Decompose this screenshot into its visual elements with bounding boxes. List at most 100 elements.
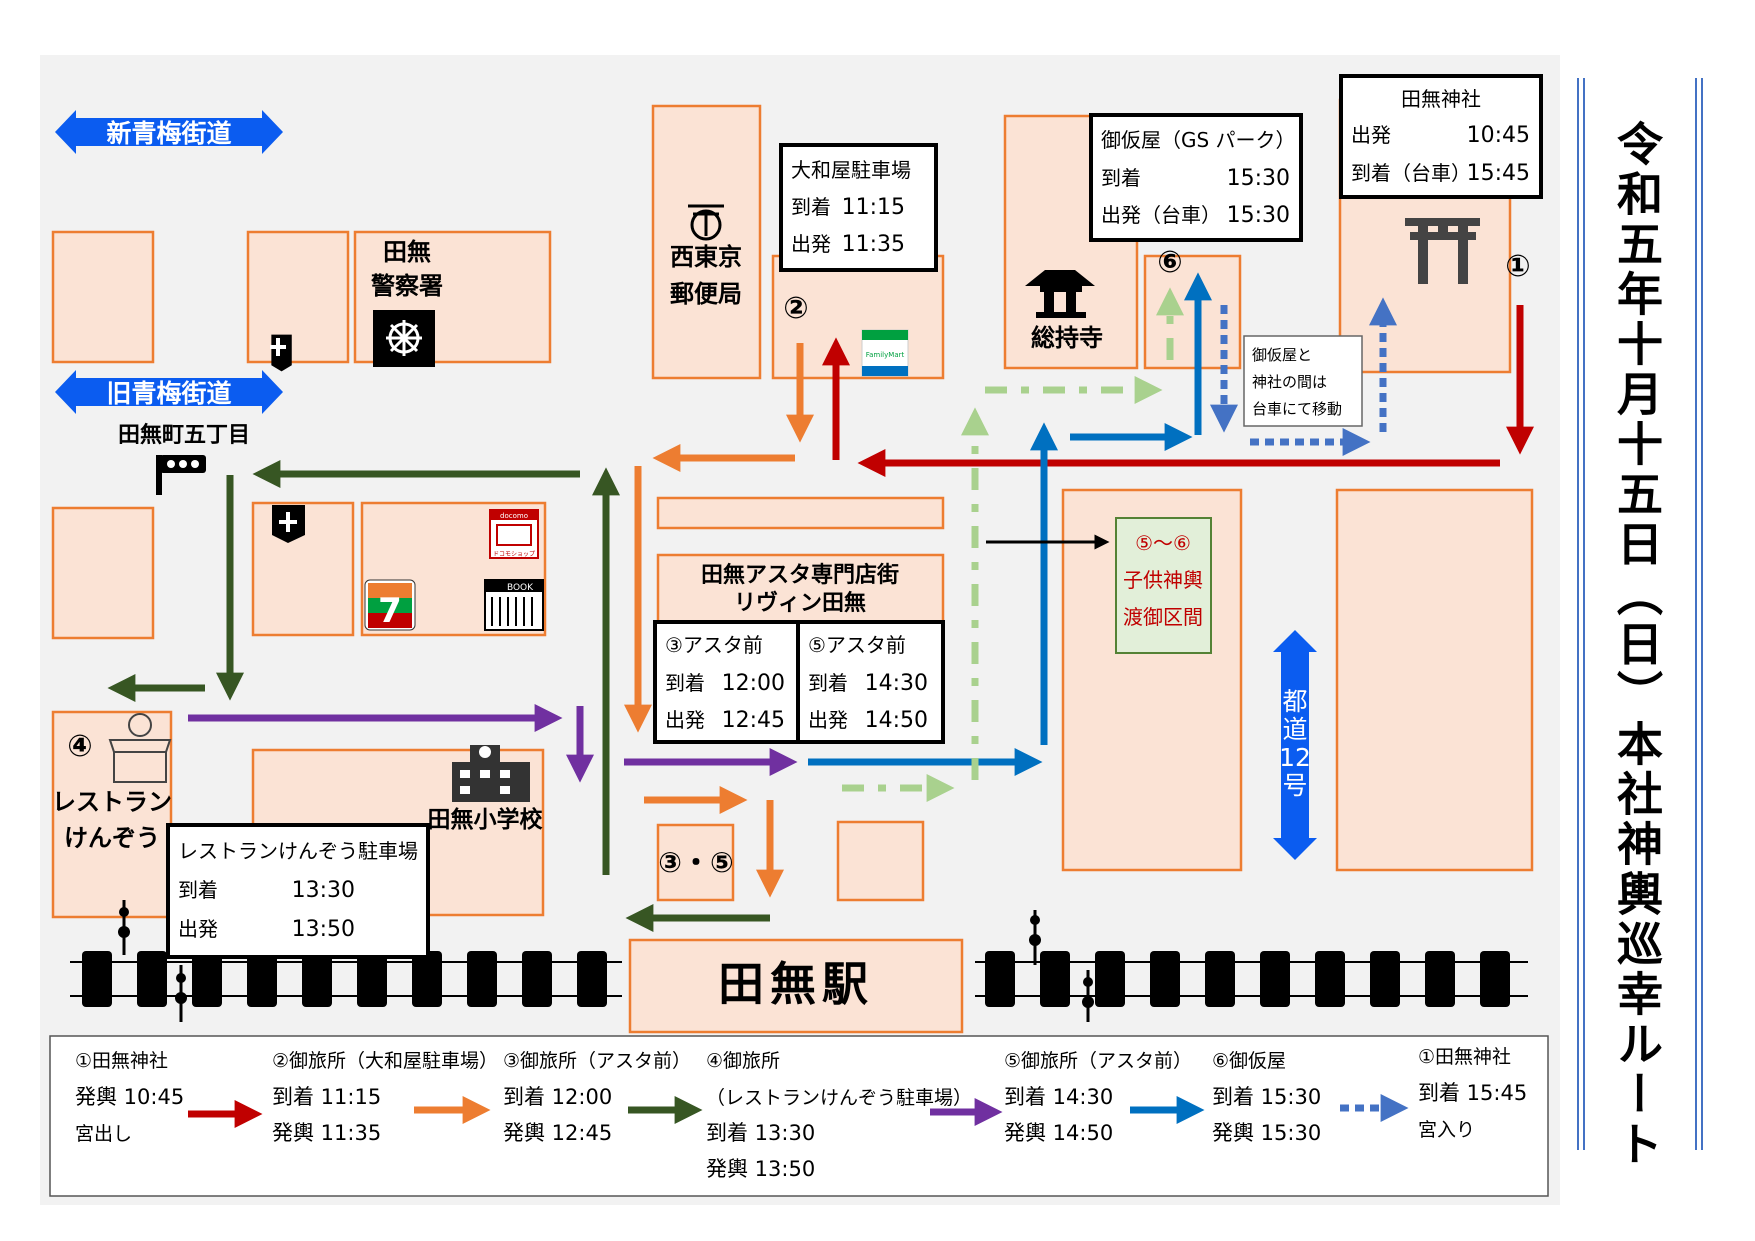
yamatoya-r1-time: 11:15	[842, 195, 905, 220]
asta3-r1-label: 到着	[665, 671, 705, 695]
route-light-blue-dotted	[1210, 297, 1397, 456]
kyu-ome-label: 旧青梅街道	[106, 379, 231, 408]
railway-tie	[985, 951, 1015, 1007]
temple-label: 総持寺	[1031, 324, 1103, 352]
post-office-icon	[688, 204, 724, 241]
jinja-r1-time: 10:45	[1467, 123, 1530, 148]
railway-left	[70, 951, 622, 1007]
legend-4-line-2: （レストランけんぞう駐車場）	[706, 1087, 972, 1109]
yamatoya-r1-label: 到着	[791, 195, 831, 219]
legend-1-line-2: 発輿 10:45	[75, 1085, 184, 1109]
route-kodomo-dashed	[842, 287, 1184, 802]
railway-tie	[1260, 951, 1290, 1007]
yamatoya-r2-label: 出発	[791, 232, 831, 256]
asta-label-1: 田無アスタ専門店街	[701, 562, 899, 588]
railway-tie	[137, 951, 167, 1007]
jinja-r2-time: 15:45	[1467, 161, 1530, 186]
kenzou-title: レストランけんぞう駐車場	[178, 839, 418, 863]
station-label: 田無駅	[718, 957, 874, 1011]
yamatoya-r2-time: 11:35	[842, 232, 905, 257]
note-line-2: 神社の間は	[1252, 373, 1327, 391]
legend-3-line-1: ③御旅所（アスタ前）	[503, 1050, 691, 1072]
legend-5-line-2: 到着 14:30	[1004, 1085, 1113, 1109]
school-icon	[452, 745, 530, 802]
toei12-road-sign: 都 道 12 号	[1273, 630, 1317, 860]
kodomo-line-3: 渡御区間	[1123, 605, 1203, 629]
okariya-r1-time: 15:30	[1227, 166, 1290, 191]
legend-7-line-2: 到着 15:45	[1418, 1081, 1527, 1105]
legend-3-line-2: 到着 12:00	[503, 1085, 612, 1109]
familymart-label: FamilyMart	[866, 351, 905, 359]
okariya-title: 御仮屋（GS パーク）	[1101, 128, 1296, 152]
railway-tie	[82, 951, 112, 1007]
railway-tie	[1095, 951, 1125, 1007]
marker-2: ②	[783, 291, 808, 326]
shin-ome-road-sign: 新青梅街道	[55, 110, 283, 154]
legend-1-line-3: 宮出し	[75, 1123, 132, 1145]
hospital-icon-2	[272, 505, 305, 543]
legend-4-line-3: 到着 13:30	[706, 1121, 815, 1145]
docomo-icon: docomo ドコモショップ	[489, 509, 539, 559]
legend-6-line-2: 到着 15:30	[1212, 1085, 1321, 1109]
railway-tie	[577, 951, 607, 1007]
route-red	[822, 305, 1534, 477]
jinja-r1-label: 出発	[1351, 123, 1391, 147]
restaurant-icon	[108, 713, 172, 783]
seven-label: 7	[378, 591, 402, 631]
legend-2-line-3: 発輿 11:35	[272, 1121, 381, 1145]
legend-1-line-1: ①田無神社	[75, 1050, 168, 1072]
post-label-1: 西東京	[670, 243, 742, 271]
torii-icon	[1405, 218, 1480, 284]
marker-4: ④	[67, 729, 92, 764]
route-orange	[624, 343, 814, 898]
transport-note-box: 御仮屋と 神社の間は 台車にて移動	[1243, 335, 1363, 427]
railway-tie	[1205, 951, 1235, 1007]
traffic-signal-icon	[156, 455, 206, 495]
railway-tie	[467, 951, 497, 1007]
okariya-r1-label: 到着	[1101, 166, 1141, 190]
kodomo-line-2: 子供神輿	[1123, 568, 1203, 592]
asta3-r2-time: 12:45	[722, 708, 785, 733]
page-title: 令和五年十月十五日（日）本社神輿巡幸ルート	[1610, 120, 1664, 1170]
restaurant-label-1: レストラン	[52, 788, 172, 816]
kyu-ome-road-sign: 旧青梅街道	[55, 370, 283, 414]
railway-tie	[1370, 951, 1400, 1007]
railway-signal-icon	[118, 900, 1094, 1022]
stop-box-okariya: 御仮屋（GS パーク） 到着 15:30 出発（台車） 15:30	[1089, 113, 1303, 242]
asta5-r1-label: 到着	[808, 671, 848, 695]
hospital-icon	[270, 334, 292, 372]
route-blue	[808, 272, 1212, 776]
asta5-r2-time: 14:50	[865, 708, 928, 733]
route-purple	[188, 704, 798, 783]
toei12-char-3: 12	[1279, 743, 1311, 772]
docomo-shop-label: ドコモショップ	[493, 551, 535, 558]
stop-box-jinja: 田無神社 出発 10:45 到着（台車） 15:45	[1339, 74, 1543, 199]
legend-2-line-2: 到着 11:15	[272, 1085, 381, 1109]
seven-eleven-icon: 7	[364, 579, 416, 631]
toei12-char-1: 都	[1282, 687, 1307, 716]
stop-box-asta3: ③アスタ前 到着 12:00 出発 12:45	[653, 620, 802, 744]
kodomo-section-box: ⑤〜⑥ 子供神輿 渡御区間	[1115, 517, 1212, 654]
railway-tie	[247, 951, 277, 1007]
police-icon	[373, 310, 435, 367]
railway-tie	[1480, 951, 1510, 1007]
school-label: 田無小学校	[428, 806, 544, 833]
temple-icon	[1025, 270, 1095, 318]
note-line-1: 御仮屋と	[1252, 346, 1312, 364]
legend: ①田無神社 発輿 10:45 宮出し ②御旅所（大和屋駐車場） 到着 11:15…	[49, 1035, 1549, 1197]
legend-5-line-1: ⑤御旅所（アスタ前）	[1004, 1050, 1192, 1072]
post-label-2: 郵便局	[670, 280, 742, 308]
asta3-r1-time: 12:00	[722, 671, 785, 696]
police-label-1: 田無	[383, 238, 431, 266]
stop-box-yamatoya: 大和屋駐車場 到着 11:15 出発 11:35	[779, 143, 938, 272]
stop-box-asta5: ⑤アスタ前 到着 14:30 出発 14:50	[796, 620, 945, 744]
title-frame	[1577, 78, 1703, 1150]
railway-tie	[302, 951, 332, 1007]
shin-ome-label: 新青梅街道	[106, 119, 231, 148]
asta5-r2-label: 出発	[808, 708, 848, 732]
toei12-char-2: 道	[1282, 715, 1307, 744]
docomo-label: docomo	[500, 512, 528, 520]
kodomo-line-1: ⑤〜⑥	[1135, 531, 1191, 555]
book-label: BOOK	[507, 583, 534, 593]
stop-box-kenzou: レストランけんぞう駐車場 到着 13:30 出発 13:50	[166, 823, 430, 959]
